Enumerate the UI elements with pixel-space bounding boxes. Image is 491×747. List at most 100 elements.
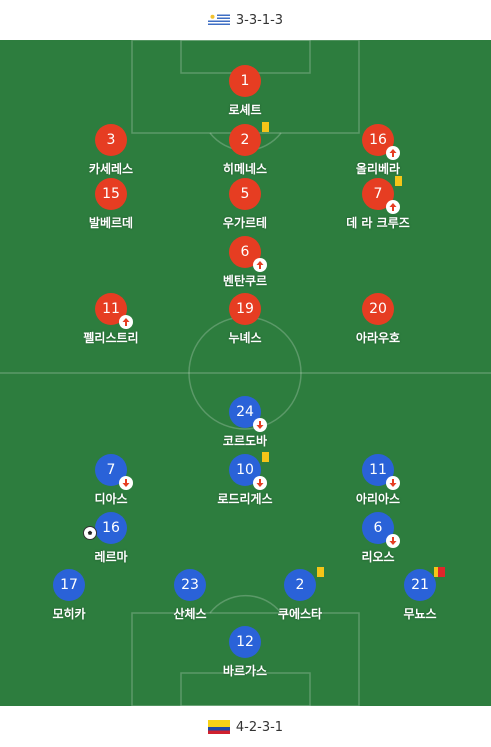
home-player[interactable]: 1 로셰트 xyxy=(185,65,305,118)
yellow-card-icon xyxy=(262,452,269,462)
player-number: 7 xyxy=(106,462,116,478)
yellow-card-icon xyxy=(395,176,402,186)
home-player[interactable]: 7 데 라 크루즈 xyxy=(318,176,438,231)
player-number: 11 xyxy=(369,462,387,478)
player-number: 17 xyxy=(60,577,78,593)
home-player[interactable]: 5 우가르테 xyxy=(185,178,305,231)
away-player[interactable]: 7 디아스 xyxy=(51,454,171,507)
player-name: 로셰트 xyxy=(228,103,262,117)
yellow-card-icon xyxy=(434,567,441,577)
player-name: 데 라 크루즈 xyxy=(346,216,410,230)
away-player[interactable]: 16 레르마 xyxy=(51,512,171,565)
player-number-badge: 6 xyxy=(362,512,400,548)
player-name: 레르마 xyxy=(94,550,128,564)
player-number: 2 xyxy=(295,577,305,593)
player-number: 6 xyxy=(373,520,383,536)
away-player[interactable]: 2 쿠에스타 xyxy=(240,567,360,622)
away-player[interactable]: 10 로드리게스 xyxy=(185,452,305,507)
player-name: 무뇨스 xyxy=(403,607,437,621)
home-player[interactable]: 11 펠리스트리 xyxy=(51,293,171,346)
player-number: 6 xyxy=(240,244,250,260)
player-name: 누녜스 xyxy=(228,331,262,345)
away-player[interactable]: 21 무뇨스 xyxy=(360,567,480,622)
home-player[interactable]: 6 벤탄쿠르 xyxy=(185,236,305,289)
player-name: 벤탄쿠르 xyxy=(222,274,268,288)
home-player[interactable]: 2 히메네스 xyxy=(185,122,305,177)
sub-in-arrow-icon xyxy=(386,200,400,214)
away-formation-footer: 4-2-3-1 xyxy=(0,707,491,747)
sub-out-arrow-icon xyxy=(253,476,267,490)
player-number-badge: 5 xyxy=(229,178,261,210)
home-formation-header: 3-3-1-3 xyxy=(0,0,491,40)
away-player[interactable]: 17 모히카 xyxy=(9,569,129,622)
player-number: 24 xyxy=(236,404,254,420)
player-name: 바르가스 xyxy=(222,664,268,678)
player-number: 7 xyxy=(373,186,383,202)
sub-in-arrow-icon xyxy=(253,258,267,272)
sub-in-arrow-icon xyxy=(386,146,400,160)
player-number-badge: 2 xyxy=(229,122,269,156)
yellow-card-icon xyxy=(262,122,269,132)
player-number-badge: 3 xyxy=(95,124,127,156)
player-number: 1 xyxy=(240,73,250,89)
player-number-badge: 24 xyxy=(229,396,267,432)
player-number-badge: 11 xyxy=(95,293,133,329)
away-player[interactable]: 6 리오스 xyxy=(318,512,438,565)
sub-out-arrow-icon xyxy=(119,476,133,490)
player-number-badge: 2 xyxy=(284,567,324,601)
player-number-badge: 23 xyxy=(174,569,206,601)
player-name: 히메네스 xyxy=(222,162,268,176)
sub-out-arrow-icon xyxy=(386,534,400,548)
player-number: 2 xyxy=(240,132,250,148)
player-name: 쿠에스타 xyxy=(277,607,323,621)
player-number: 16 xyxy=(102,520,120,536)
player-number: 5 xyxy=(240,186,250,202)
player-name: 아리아스 xyxy=(355,492,401,506)
player-name: 코르도바 xyxy=(222,434,268,448)
player-name: 모히카 xyxy=(52,607,86,621)
away-player[interactable]: 24 코르도바 xyxy=(185,396,305,449)
player-number: 12 xyxy=(236,634,254,650)
yellow-card-icon xyxy=(317,567,324,577)
home-player[interactable]: 15 발베르데 xyxy=(51,178,171,231)
away-player[interactable]: 12 바르가스 xyxy=(185,626,305,679)
player-name: 리오스 xyxy=(361,550,395,564)
player-number-badge: 20 xyxy=(362,293,394,325)
sub-out-arrow-icon xyxy=(253,418,267,432)
player-number-badge: 10 xyxy=(229,452,269,490)
player-number-badge: 17 xyxy=(53,569,85,601)
player-name: 디아스 xyxy=(94,492,128,506)
player-number-badge: 16 xyxy=(83,512,127,544)
player-name: 우가르테 xyxy=(222,216,268,230)
sub-in-arrow-icon xyxy=(119,315,133,329)
player-number: 10 xyxy=(236,462,254,478)
player-number-badge: 12 xyxy=(229,626,261,658)
player-number: 21 xyxy=(411,577,429,593)
player-number-badge: 11 xyxy=(362,454,400,490)
home-player[interactable]: 19 누녜스 xyxy=(185,293,305,346)
player-number-badge: 15 xyxy=(95,178,127,210)
player-number: 19 xyxy=(236,301,254,317)
player-name: 아라우호 xyxy=(355,331,401,345)
player-number: 11 xyxy=(102,301,120,317)
away-player[interactable]: 11 아리아스 xyxy=(318,454,438,507)
player-number-badge: 7 xyxy=(95,454,133,490)
player-name: 발베르데 xyxy=(88,216,134,230)
away-formation: 4-2-3-1 xyxy=(235,719,284,735)
player-name: 펠리스트리 xyxy=(83,331,139,345)
player-name: 로드리게스 xyxy=(217,492,273,506)
player-number-badge: 6 xyxy=(229,236,267,272)
player-number: 15 xyxy=(102,186,120,202)
home-player[interactable]: 20 아라우호 xyxy=(318,293,438,346)
colombia-flag-icon xyxy=(207,720,230,734)
player-number-badge: 16 xyxy=(362,124,400,160)
uruguay-flag-icon xyxy=(207,13,230,27)
player-number-badge: 21 xyxy=(404,567,445,601)
sub-out-arrow-icon xyxy=(386,476,400,490)
player-number-badge: 1 xyxy=(229,65,261,97)
player-number-badge: 7 xyxy=(362,176,402,214)
